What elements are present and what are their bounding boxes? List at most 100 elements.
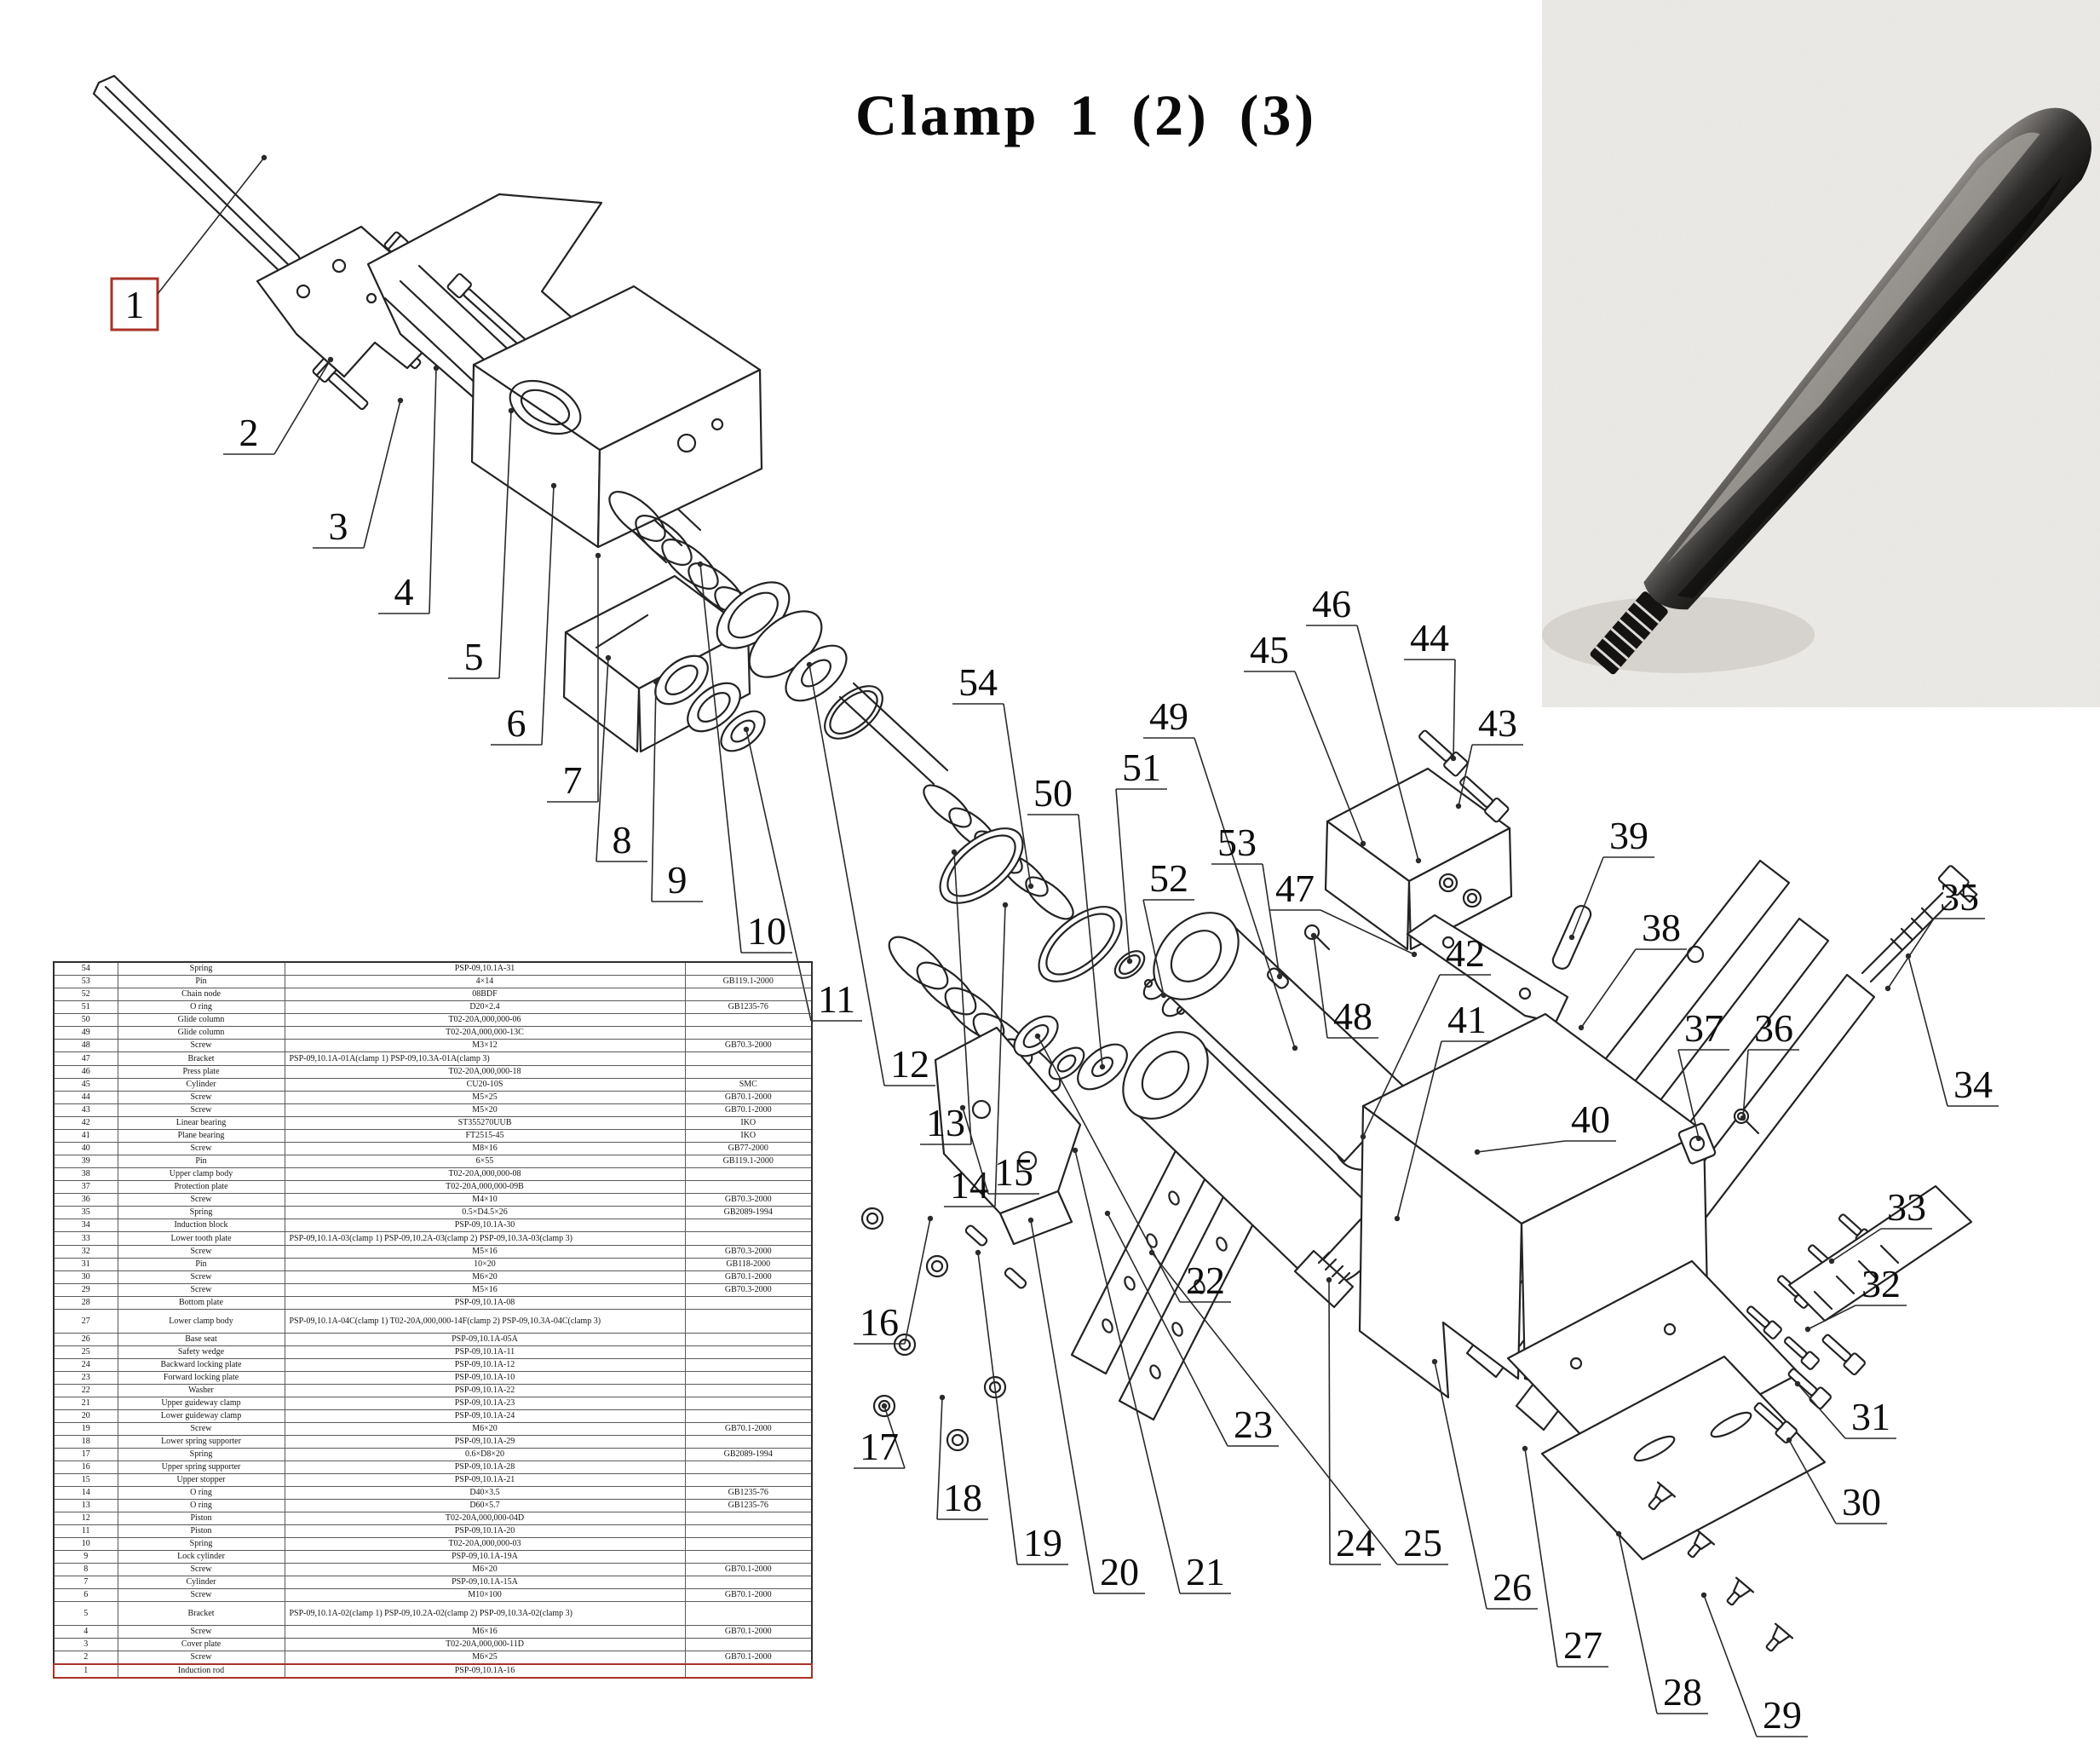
svg-text:28: 28 bbox=[1663, 1670, 1702, 1714]
cell-no: 20 bbox=[53, 1409, 118, 1423]
cell-part: M5×16 bbox=[284, 1283, 686, 1297]
cell-no: 51 bbox=[53, 1000, 118, 1014]
part-set-screws bbox=[860, 1207, 1027, 1452]
cell-standard bbox=[684, 1180, 813, 1194]
cell-name: Piston bbox=[117, 1512, 285, 1525]
svg-text:3: 3 bbox=[329, 504, 348, 548]
svg-text:35: 35 bbox=[1940, 875, 1979, 919]
callout-29: 29 bbox=[1700, 1592, 1808, 1737]
cell-part: M6×25 bbox=[284, 1651, 686, 1665]
cell-standard: GB70.3-2000 bbox=[684, 1245, 813, 1259]
cell-standard: GB70.1-2000 bbox=[684, 1103, 813, 1117]
svg-text:23: 23 bbox=[1234, 1403, 1273, 1446]
cell-part: FT2515-45 bbox=[284, 1129, 686, 1143]
cell-standard: GB1235-76 bbox=[684, 1499, 813, 1512]
cell-name: Plane bearing bbox=[117, 1129, 285, 1143]
cell-standard bbox=[684, 1358, 813, 1372]
cell-name: Induction block bbox=[117, 1219, 285, 1232]
callout-43: 43 bbox=[1455, 701, 1523, 809]
cell-no: 35 bbox=[53, 1206, 118, 1219]
cell-name: Screw bbox=[117, 1103, 285, 1117]
cell-no: 6 bbox=[53, 1588, 118, 1602]
cell-standard bbox=[684, 1296, 813, 1310]
cell-standard bbox=[684, 1051, 813, 1066]
callout-13: 13 bbox=[920, 849, 972, 1145]
callout-39: 39 bbox=[1568, 814, 1654, 941]
cell-name: Upper clamp body bbox=[117, 1167, 285, 1181]
cell-part: PSP-09,10.1A-31 bbox=[284, 961, 686, 976]
cell-standard bbox=[684, 1461, 813, 1474]
cell-name: Backward locking plate bbox=[117, 1358, 285, 1372]
callout-7: 7 bbox=[547, 552, 601, 803]
svg-text:26: 26 bbox=[1493, 1565, 1532, 1609]
svg-text:42: 42 bbox=[1446, 931, 1485, 975]
cell-name: Spring bbox=[117, 961, 285, 976]
cell-no: 40 bbox=[53, 1142, 118, 1155]
cell-name: Screw bbox=[117, 1270, 285, 1284]
cell-part: 4×14 bbox=[284, 975, 686, 988]
cell-name: Cylinder bbox=[117, 1576, 285, 1589]
cell-name: Screw bbox=[117, 1283, 285, 1297]
callout-36: 36 bbox=[1740, 1006, 1799, 1121]
cell-name: Upper stopper bbox=[117, 1473, 285, 1487]
cell-no: 44 bbox=[53, 1091, 118, 1104]
svg-text:48: 48 bbox=[1333, 994, 1372, 1038]
cell-standard bbox=[684, 1013, 813, 1027]
induction-rod-in-photo bbox=[1590, 107, 2091, 675]
cell-no: 53 bbox=[53, 975, 118, 988]
cell-standard bbox=[684, 1638, 813, 1651]
svg-text:45: 45 bbox=[1250, 628, 1289, 671]
cell-no: 5 bbox=[53, 1601, 118, 1626]
cell-standard: GB70.1-2000 bbox=[684, 1588, 813, 1602]
cell-no: 4 bbox=[53, 1625, 118, 1639]
cell-name: Lower tooth plate bbox=[117, 1231, 285, 1246]
cell-no: 30 bbox=[53, 1270, 118, 1284]
svg-text:20: 20 bbox=[1100, 1550, 1139, 1593]
svg-text:54: 54 bbox=[958, 660, 998, 704]
cell-name: Screw bbox=[117, 1651, 285, 1665]
cell-name: Screw bbox=[117, 1142, 285, 1155]
cell-part: M5×25 bbox=[284, 1091, 686, 1104]
cell-part: M5×16 bbox=[284, 1245, 686, 1259]
cell-standard: GB70.3-2000 bbox=[684, 1283, 813, 1297]
cell-no: 41 bbox=[53, 1129, 118, 1143]
cell-no: 52 bbox=[53, 988, 118, 1001]
cell-standard: GB70.1-2000 bbox=[684, 1270, 813, 1284]
cell-standard bbox=[684, 988, 813, 1001]
cell-part: PSP-09,10.1A-12 bbox=[284, 1358, 686, 1372]
exploded-view-lineart bbox=[92, 74, 1978, 1652]
svg-text:33: 33 bbox=[1887, 1185, 1926, 1229]
cell-standard: GB70.1-2000 bbox=[684, 1651, 813, 1665]
cell-name: Safety wedge bbox=[117, 1345, 285, 1359]
cell-no: 42 bbox=[53, 1116, 118, 1130]
cell-no: 31 bbox=[53, 1258, 118, 1271]
cell-no: 1 bbox=[53, 1663, 118, 1679]
cell-part: 0.5×D4.5×26 bbox=[284, 1206, 686, 1219]
cell-part: M3×12 bbox=[284, 1039, 686, 1052]
cell-standard bbox=[684, 1663, 813, 1679]
cell-part: PSP-09,10.1A-03(clamp 1) PSP-09,10.2A-03… bbox=[284, 1231, 686, 1246]
cell-part: M8×16 bbox=[284, 1142, 686, 1155]
part-o-rings-large bbox=[939, 827, 1123, 982]
svg-text:1: 1 bbox=[125, 283, 145, 326]
cell-standard bbox=[684, 1473, 813, 1487]
svg-text:5: 5 bbox=[464, 635, 484, 678]
cell-name: Press plate bbox=[117, 1065, 285, 1079]
callout-31: 31 bbox=[1794, 1380, 1896, 1439]
cell-name: Protection plate bbox=[117, 1180, 285, 1194]
